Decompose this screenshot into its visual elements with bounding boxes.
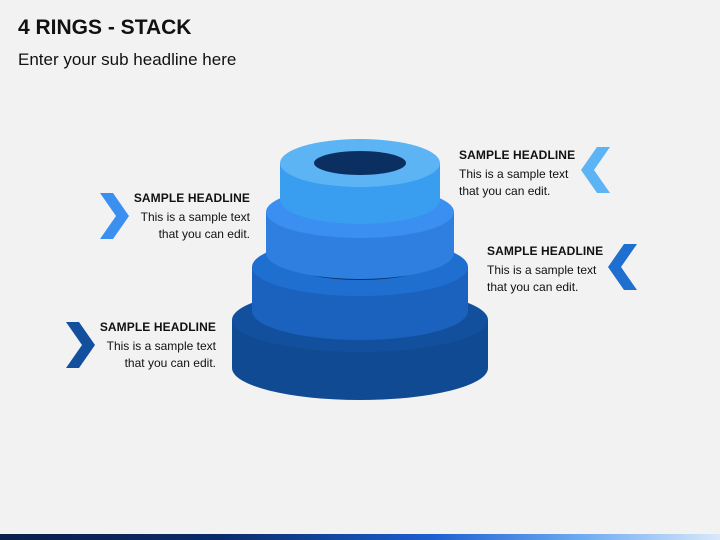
block-headline: SAMPLE HEADLINE xyxy=(133,191,250,205)
text-block-top-right: SAMPLE HEADLINE This is a sample text th… xyxy=(459,147,659,200)
block-text-line: This is a sample text xyxy=(140,210,250,224)
chevron-left-icon xyxy=(581,147,610,193)
block-text-line: This is a sample text xyxy=(487,263,597,277)
chevron-left-icon xyxy=(608,244,637,290)
block-text-line: that you can edit. xyxy=(124,356,216,370)
block-text-line: that you can edit. xyxy=(487,280,579,294)
page-title: 4 RINGS - STACK xyxy=(18,16,192,39)
text-block-upper-left: SAMPLE HEADLINE This is a sample text th… xyxy=(50,190,250,243)
chevron-right-icon xyxy=(100,193,129,239)
footer-gradient-bar xyxy=(0,534,720,540)
block-headline: SAMPLE HEADLINE xyxy=(99,320,216,334)
block-text-line: This is a sample text xyxy=(106,339,216,353)
text-block-lower-left: SAMPLE HEADLINE This is a sample text th… xyxy=(16,319,216,372)
block-headline: SAMPLE HEADLINE xyxy=(459,148,576,162)
block-headline: SAMPLE HEADLINE xyxy=(487,244,604,258)
text-block-lower-right: SAMPLE HEADLINE This is a sample text th… xyxy=(487,243,687,296)
page-subtitle: Enter your sub headline here xyxy=(18,50,237,69)
block-text-line: This is a sample text xyxy=(459,167,569,181)
block-text-line: that you can edit. xyxy=(459,184,551,198)
chevron-right-icon xyxy=(66,322,95,368)
ring-1 xyxy=(280,139,440,224)
block-text-line: that you can edit. xyxy=(158,227,250,241)
